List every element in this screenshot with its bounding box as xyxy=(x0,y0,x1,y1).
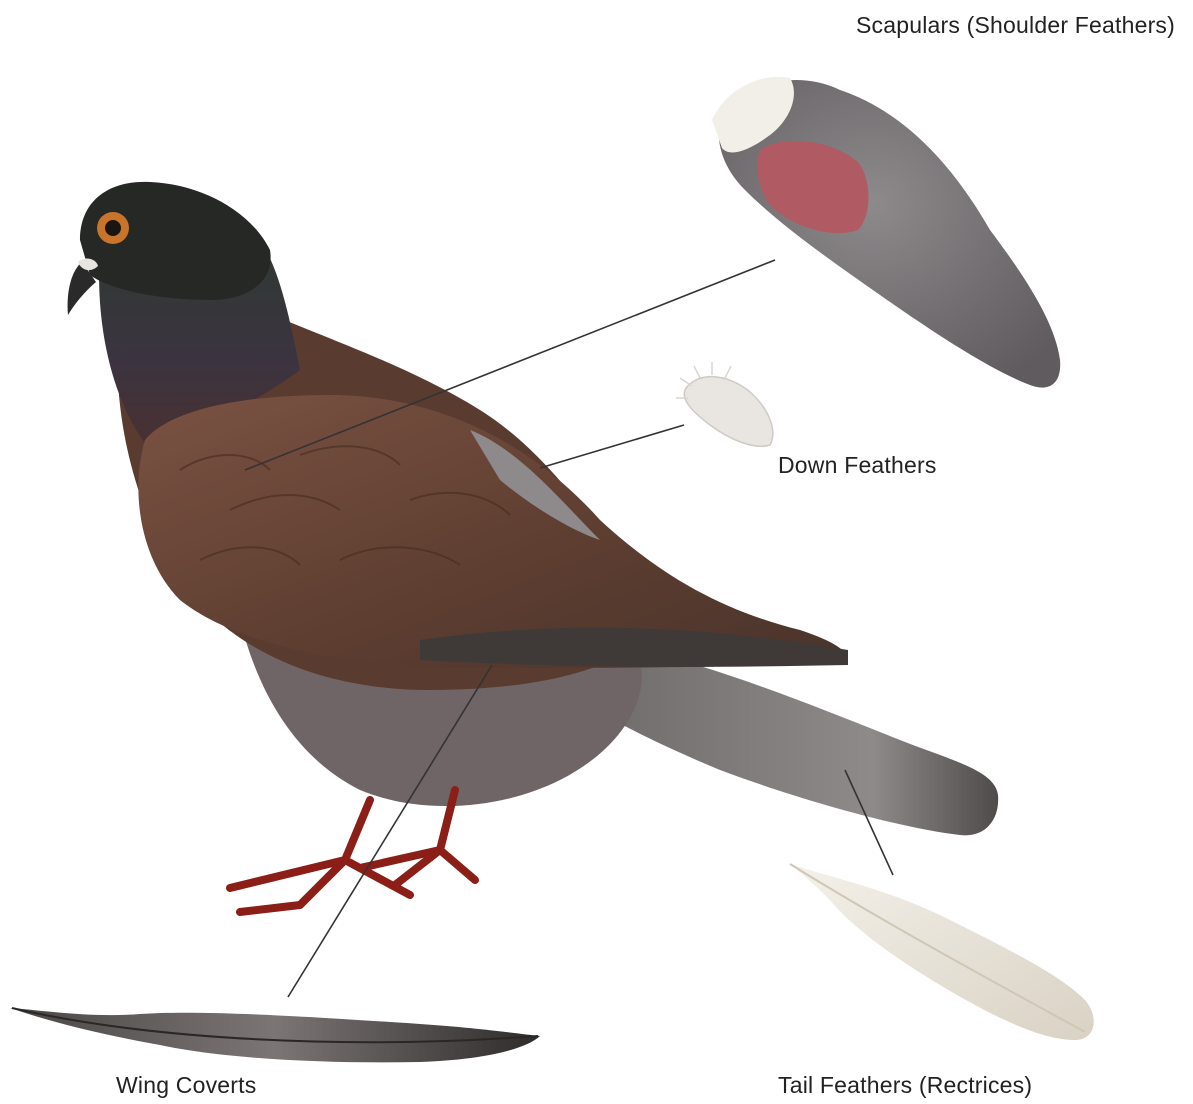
down-feather-specimen xyxy=(676,362,773,446)
wing-covert-specimen xyxy=(10,1008,540,1062)
pigeon-pupil xyxy=(105,220,121,236)
tail-feather-specimen xyxy=(790,864,1094,1040)
label-tail-feathers: Tail Feathers (Rectrices) xyxy=(778,1072,1032,1099)
label-down-feathers: Down Feathers xyxy=(778,452,937,479)
pigeon-tail xyxy=(580,640,998,835)
wing-covert-feather xyxy=(10,1008,540,1062)
pigeon-legs xyxy=(230,790,475,912)
label-scapulars: Scapulars (Shoulder Feathers) xyxy=(856,12,1175,39)
pigeon-illustration xyxy=(68,182,999,912)
label-wing-coverts: Wing Coverts xyxy=(116,1072,256,1099)
scapulars-specimen xyxy=(712,77,1060,388)
down-feather xyxy=(684,377,773,447)
leader-line-down xyxy=(540,425,684,468)
